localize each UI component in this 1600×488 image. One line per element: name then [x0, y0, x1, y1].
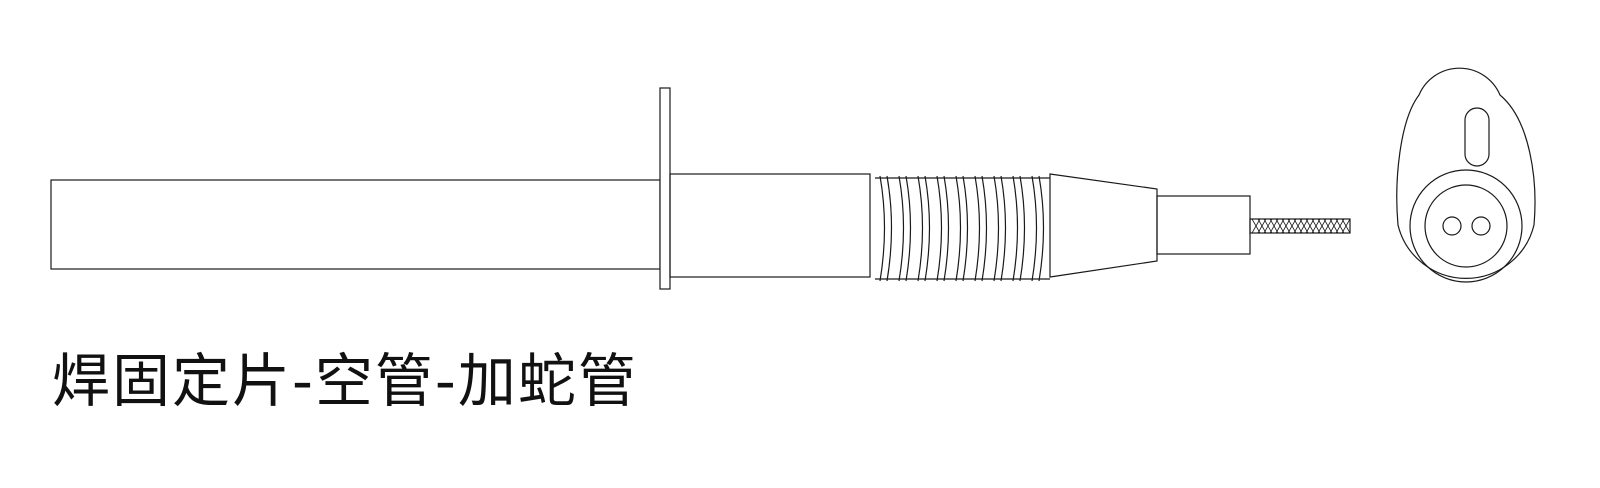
braid-hatch: [1329, 218, 1339, 234]
hose-rib: [974, 175, 988, 282]
welded-fixing-plate: [659, 87, 671, 290]
hose-rib: [917, 175, 931, 282]
hose-rib: [955, 175, 969, 282]
hose-rib: [1012, 175, 1026, 282]
mounting-slot: [1464, 107, 1490, 167]
inner-ring: [1424, 184, 1508, 268]
end-view-fixing-plate: [1396, 67, 1536, 283]
hose-rib: [993, 175, 1007, 282]
braid-hatch: [1323, 218, 1333, 234]
braid-hatch: [1257, 218, 1267, 234]
lead-hole-right: [1471, 216, 1491, 236]
braid-hatch: [1281, 218, 1291, 234]
braid-hatch: [1317, 218, 1327, 234]
cable-sleeve: [1156, 195, 1251, 255]
tapered-sleeve: [1049, 173, 1158, 278]
lead-hole-left: [1442, 216, 1462, 236]
hose-rib: [936, 175, 950, 282]
braid-hatch: [1275, 218, 1285, 234]
corrugated-hose: [875, 175, 1050, 282]
hose-rib: [879, 175, 893, 282]
sensor-tube: [50, 179, 661, 270]
braid-hatch: [1305, 218, 1315, 234]
braid-hatch: [1293, 218, 1303, 234]
braid-hatch: [1341, 218, 1351, 234]
drawing-caption: 焊固定片-空管-加蛇管: [52, 347, 638, 415]
braid-hatch: [1263, 218, 1273, 234]
hose-rib: [1031, 175, 1045, 282]
empty-tube: [669, 173, 871, 278]
braid-hatch: [1311, 218, 1321, 234]
hose-rib: [898, 175, 912, 282]
braid-hatch: [1287, 218, 1297, 234]
braided-cable: [1249, 218, 1351, 234]
braid-hatch: [1269, 218, 1279, 234]
outer-ring: [1409, 169, 1523, 283]
braid-hatch: [1251, 218, 1261, 234]
braid-hatch: [1299, 218, 1309, 234]
braid-hatch: [1335, 218, 1345, 234]
plate-outline: [1396, 67, 1536, 279]
